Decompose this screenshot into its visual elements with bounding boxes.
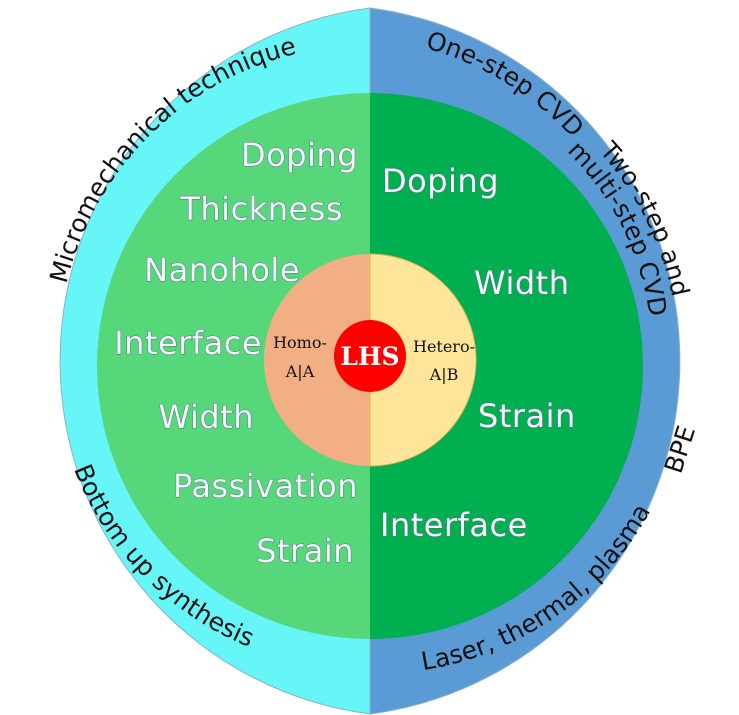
homo-property: Doping (241, 136, 358, 174)
homo-property: Width (159, 398, 254, 436)
inner-ring-left (264, 254, 370, 466)
hetero-property: Width (474, 264, 569, 302)
hetero-label-line2: A|B (429, 365, 459, 384)
homo-property: Strain (256, 532, 354, 570)
middle-ring-left (97, 93, 370, 639)
homo-property: Interface (114, 324, 262, 362)
homo-label-line1: Homo- (273, 333, 327, 352)
homo-label-line2: A|A (285, 362, 315, 381)
hetero-property: Strain (478, 397, 576, 435)
homo-property: Thickness (179, 190, 343, 228)
center-label: LHS (340, 342, 399, 371)
hetero-label-line1: Hetero- (413, 337, 475, 356)
hetero-property: Doping (382, 162, 499, 200)
hetero-property: Interface (380, 506, 528, 544)
homo-property: Passivation (173, 467, 358, 505)
homo-property: Nanohole (144, 251, 300, 289)
middle-ring-right (370, 93, 643, 639)
center-circle (334, 320, 406, 392)
inner-ring-right (369, 253, 477, 467)
